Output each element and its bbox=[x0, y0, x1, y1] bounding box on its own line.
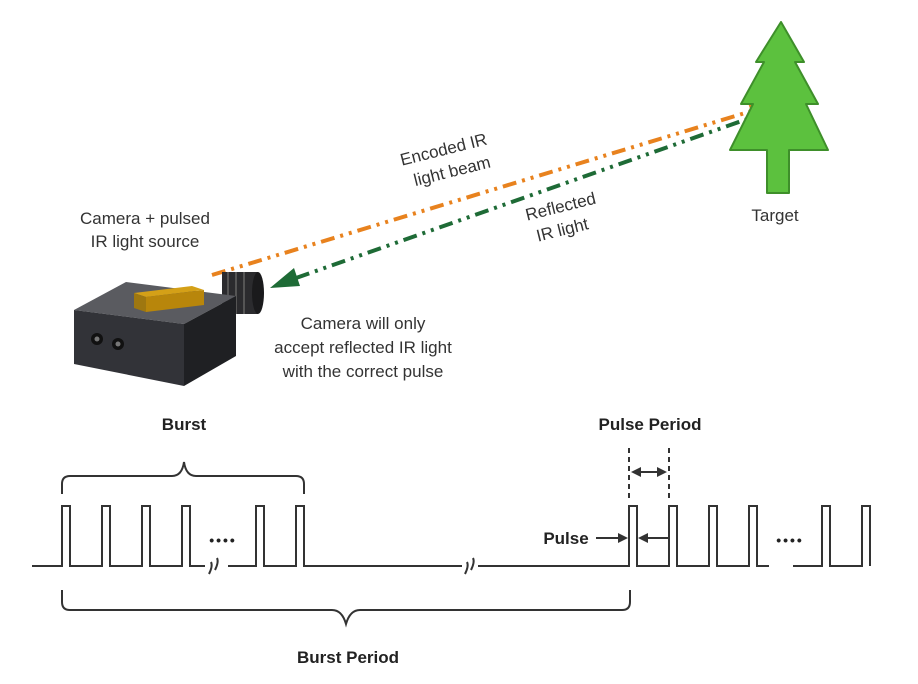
reflected-beam-arrowhead bbox=[270, 268, 300, 288]
burst-ellipsis: •••• bbox=[209, 532, 237, 548]
pulse-period-arrow-right bbox=[657, 467, 667, 477]
burst-period-label: Burst Period bbox=[297, 648, 399, 667]
target-label: Target bbox=[751, 206, 799, 225]
ir-light-source bbox=[134, 286, 204, 312]
burst-signal bbox=[32, 505, 871, 567]
pulse-period-label: Pulse Period bbox=[599, 415, 702, 434]
pulse-period-marker bbox=[628, 448, 670, 500]
accept-label-line1: Camera will only bbox=[301, 314, 426, 333]
train-ellipsis: •••• bbox=[776, 532, 804, 548]
burst-period-brace bbox=[61, 590, 631, 628]
accept-label-line3: with the correct pulse bbox=[282, 362, 444, 381]
pulse-period-arrow-left bbox=[631, 467, 641, 477]
pulse-label: Pulse bbox=[543, 529, 588, 548]
tree-icon bbox=[729, 21, 829, 194]
burst-brace bbox=[61, 461, 305, 494]
break-mark bbox=[208, 557, 475, 575]
camera-label-line1: Camera + pulsed bbox=[80, 209, 210, 228]
camera-icon bbox=[74, 272, 264, 386]
pulse-arrow-right bbox=[618, 533, 628, 543]
reflected-ir-beam bbox=[270, 109, 771, 288]
encoded-ir-beam bbox=[211, 103, 772, 277]
accept-label-line2: accept reflected IR light bbox=[274, 338, 452, 357]
pulse-arrow-left bbox=[638, 533, 648, 543]
camera-label-line2: IR light source bbox=[91, 232, 200, 251]
burst-label: Burst bbox=[162, 415, 207, 434]
